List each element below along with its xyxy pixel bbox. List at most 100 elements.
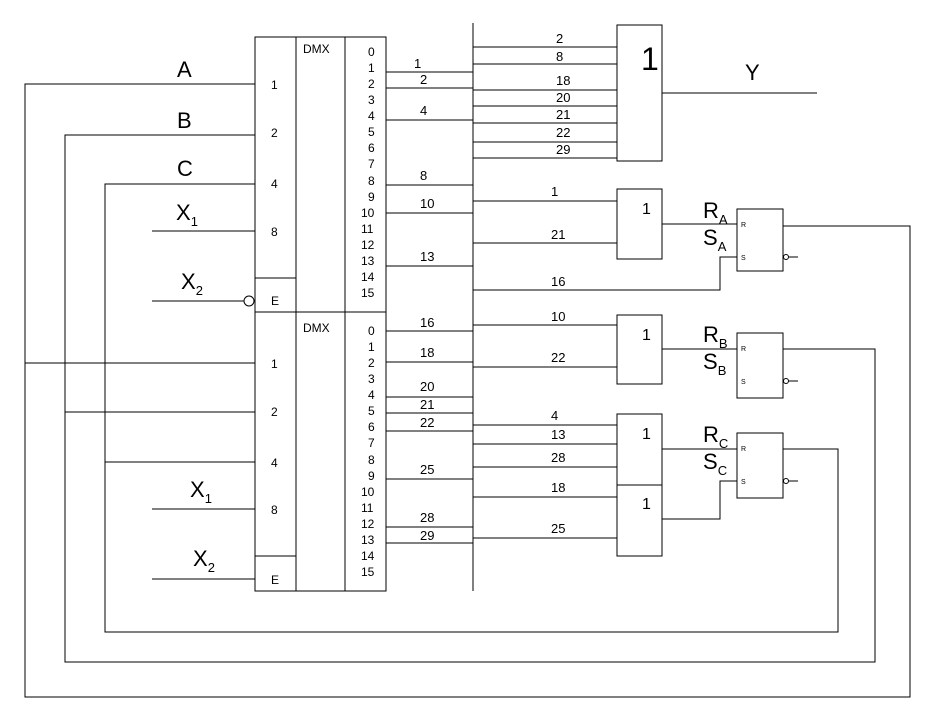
svg-text:13: 13 — [361, 254, 375, 268]
dmx2-sel-2: 2 — [271, 405, 278, 419]
svg-text:0: 0 — [368, 45, 375, 59]
svg-text:1: 1 — [642, 327, 651, 344]
svg-text:11: 11 — [361, 501, 374, 515]
or-gate-c2: 1 18 25 — [473, 480, 737, 557]
svg-text:18: 18 — [551, 480, 565, 495]
flipflop-a: R S RA SA — [703, 198, 798, 272]
svg-text:1: 1 — [414, 56, 421, 71]
svg-text:1: 1 — [551, 184, 558, 199]
svg-text:12: 12 — [361, 238, 375, 252]
flipflop-a-s-label: SA — [703, 225, 727, 254]
flipflop-c: R S RC SC — [703, 422, 798, 499]
svg-text:7: 7 — [368, 436, 375, 450]
svg-text:10: 10 — [420, 196, 434, 211]
svg-text:13: 13 — [361, 533, 375, 547]
input-x2-dmx2-label: X2 — [193, 546, 215, 575]
svg-text:29: 29 — [420, 528, 434, 543]
svg-text:8: 8 — [420, 168, 427, 183]
svg-text:25: 25 — [551, 521, 565, 536]
svg-text:5: 5 — [368, 404, 375, 418]
svg-text:4: 4 — [420, 103, 427, 118]
input-x1-dmx1-label: X1 — [176, 200, 198, 229]
svg-text:22: 22 — [420, 415, 434, 430]
svg-text:8: 8 — [368, 453, 375, 467]
input-x1-dmx2-label: X1 — [190, 477, 212, 506]
svg-text:22: 22 — [551, 350, 565, 365]
or-gate-c: 1 4 13 28 — [473, 408, 737, 486]
dmx2-output-wires: 16 18 20 21 22 25 28 29 — [386, 315, 473, 544]
svg-text:2: 2 — [556, 31, 563, 46]
svg-text:6: 6 — [368, 141, 375, 155]
svg-text:11: 11 — [361, 222, 374, 236]
dmx2: DMX 1 2 4 8 E 0 1 2 3 4 5 6 7 8 9 10 11 … — [254, 311, 387, 592]
svg-text:R: R — [741, 446, 746, 453]
input-wires — [24, 83, 911, 698]
dmx2-sel-4: 4 — [271, 456, 278, 470]
dmx1-sel-4: 4 — [271, 177, 278, 191]
svg-text:10: 10 — [551, 309, 565, 324]
svg-text:21: 21 — [420, 397, 434, 412]
svg-text:21: 21 — [551, 227, 565, 242]
dmx2-enable: E — [271, 573, 279, 587]
svg-text:R: R — [741, 346, 746, 353]
dmx1-output-wires: 1 2 4 8 10 13 — [386, 56, 473, 267]
dmx1-enable: E — [271, 294, 279, 308]
svg-text:8: 8 — [556, 49, 563, 64]
svg-text:2: 2 — [368, 356, 375, 370]
svg-text:20: 20 — [556, 90, 570, 105]
svg-text:28: 28 — [420, 510, 434, 525]
dmx1-outputs: 0 1 2 3 4 5 6 7 8 9 10 11 12 13 14 15 — [361, 45, 375, 300]
svg-text:1: 1 — [368, 340, 375, 354]
svg-text:10: 10 — [361, 485, 375, 499]
dmx2-sel-8: 8 — [271, 503, 278, 517]
input-a-label: A — [177, 57, 192, 82]
svg-text:22: 22 — [556, 125, 570, 140]
svg-text:13: 13 — [551, 427, 565, 442]
svg-text:5: 5 — [368, 125, 375, 139]
svg-text:9: 9 — [368, 190, 375, 204]
input-labels: A B C X1 X2 X1 X2 — [176, 57, 215, 575]
svg-text:4: 4 — [551, 408, 558, 423]
dmx1-sel-2: 2 — [271, 126, 278, 140]
svg-text:12: 12 — [361, 517, 375, 531]
svg-text:13: 13 — [420, 249, 434, 264]
output-y-label: Y — [745, 60, 760, 85]
input-x2-dmx1-label: X2 — [181, 269, 203, 298]
svg-text:1: 1 — [642, 496, 651, 513]
dmx1-title: DMX — [303, 42, 330, 56]
or-gate-a: 1 1 21 16 — [473, 184, 737, 291]
svg-text:15: 15 — [361, 565, 375, 579]
svg-text:14: 14 — [361, 270, 375, 284]
svg-text:18: 18 — [556, 73, 570, 88]
svg-text:3: 3 — [368, 372, 375, 386]
svg-text:21: 21 — [556, 107, 570, 122]
svg-text:16: 16 — [420, 315, 434, 330]
svg-text:9: 9 — [368, 469, 375, 483]
dmx2-sel-1: 1 — [271, 357, 278, 371]
dmx2-body — [254, 311, 387, 592]
svg-text:6: 6 — [368, 420, 375, 434]
svg-text:R: R — [741, 222, 746, 229]
svg-text:2: 2 — [368, 77, 375, 91]
dmx1: DMX 1 2 4 8 E 0 1 2 3 4 5 6 7 8 9 10 11 … — [254, 36, 387, 313]
flipflop-b-s-label: SB — [703, 349, 726, 378]
flipflop-c-s-label: SC — [703, 449, 727, 478]
svg-text:0: 0 — [368, 324, 375, 338]
svg-text:S: S — [741, 379, 746, 386]
svg-text:2: 2 — [420, 72, 427, 87]
svg-text:S: S — [741, 255, 746, 262]
svg-text:20: 20 — [420, 379, 434, 394]
svg-text:25: 25 — [420, 462, 434, 477]
input-b-label: B — [177, 108, 192, 133]
svg-text:10: 10 — [361, 206, 375, 220]
svg-text:18: 18 — [420, 345, 434, 360]
dmx1-sel-8: 8 — [271, 225, 278, 239]
flipflop-a-r-label: RA — [703, 198, 728, 227]
svg-text:S: S — [741, 479, 746, 486]
flipflop-b-r-label: RB — [703, 322, 728, 351]
svg-text:4: 4 — [368, 109, 375, 123]
svg-text:16: 16 — [551, 274, 565, 289]
dmx1-sel-1: 1 — [271, 78, 278, 92]
svg-text:7: 7 — [368, 157, 375, 171]
